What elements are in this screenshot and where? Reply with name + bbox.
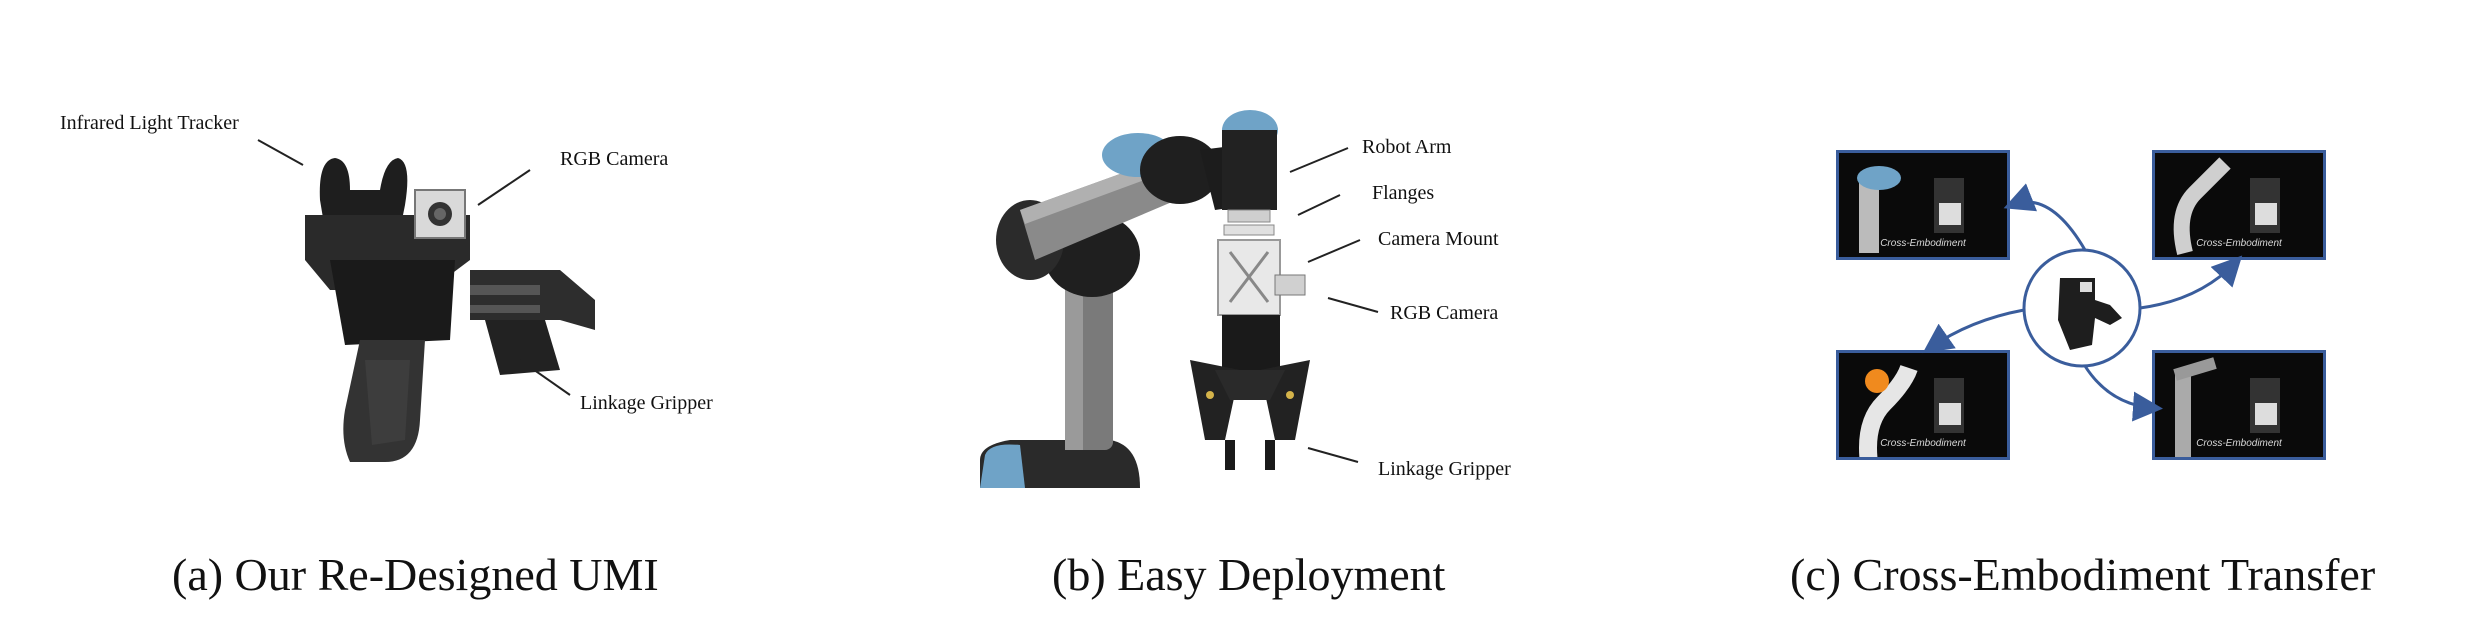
label-rgb-camera: RGB Camera	[1390, 302, 1499, 324]
label-linkage-gripper: Linkage Gripper	[1378, 458, 1511, 480]
thumbnail-top-right: Cross-Embodiment	[2152, 150, 2326, 260]
panel-b: Robot Arm Flanges Camera Mount RGB Camer…	[820, 0, 1640, 634]
thumbnail-caption: Cross-Embodiment	[2196, 238, 2282, 249]
label-infrared-light-tracker: Infrared Light Tracker	[60, 112, 239, 134]
thumbnail-caption: Cross-Embodiment	[1880, 438, 1966, 449]
thumbnail-caption: Cross-Embodiment	[1880, 238, 1966, 249]
label-rgb-camera: RGB Camera	[560, 148, 669, 170]
thumbnail-caption: Cross-Embodiment	[2196, 438, 2282, 449]
umi-device-illustration	[257, 139, 595, 462]
thumbnail-bottom-right: Cross-Embodiment	[2152, 350, 2326, 460]
label-camera-mount: Camera Mount	[1378, 228, 1499, 250]
thumbnail-top-left: Cross-Embodiment	[1836, 150, 2010, 260]
caption-panel-a: (a) Our Re-Designed UMI	[172, 549, 659, 600]
label-linkage-gripper: Linkage Gripper	[580, 392, 713, 414]
label-robot-arm: Robot Arm	[1362, 136, 1452, 158]
label-flanges: Flanges	[1372, 182, 1435, 204]
robot-arm-illustration	[980, 110, 1379, 488]
caption-panel-b: (b) Easy Deployment	[1052, 549, 1446, 600]
panel-a: Infrared Light Tracker RGB Camera Linkag…	[0, 0, 820, 634]
cross-embodiment-diagram	[1922, 183, 2243, 422]
caption-panel-c: (c) Cross-Embodiment Transfer	[1790, 549, 2376, 600]
panel-c: Cross-Embodiment Cross-Embodiment Cross-…	[1640, 0, 2470, 634]
